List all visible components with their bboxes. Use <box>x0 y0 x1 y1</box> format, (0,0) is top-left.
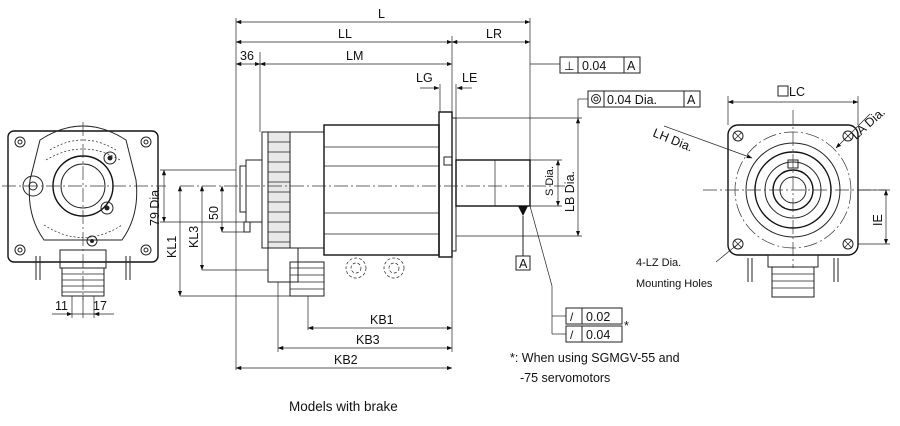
dim-S-dia-label: S Dia. <box>544 166 556 196</box>
dim-11-label: 11 <box>55 299 68 313</box>
dim-L-label: L <box>378 7 385 21</box>
left-end-view: 11 17 <box>2 122 166 318</box>
dim-LR-label: LR <box>486 27 502 41</box>
dim-LC-label: LC <box>789 85 805 99</box>
dim-50-label: 50 <box>207 206 221 220</box>
dim-LE-label: LE <box>462 71 477 85</box>
perp-tolerance: 0.04 <box>582 59 606 73</box>
dim-LA-dia-label: LA Dia. <box>849 105 888 142</box>
dim-LM-label: LM <box>346 49 363 63</box>
caption: Models with brake <box>289 399 398 414</box>
dim-LB-dia-label: LB Dia. <box>563 171 577 212</box>
dim-17-label: 17 <box>93 299 107 313</box>
side-view: A L LL LR 36 LM ⊥ 0.04 A LG LE 0. <box>148 7 701 385</box>
datum-a-label: A <box>519 257 528 271</box>
runout-tolerance-1: 0.02 <box>586 310 610 324</box>
runout-symbol-2: / <box>570 328 574 342</box>
dim-KL1-label: KL1 <box>165 236 179 258</box>
dim-79-dia-label: 79 Dia. <box>148 186 162 226</box>
footnote-line-2: -75 servomotors <box>520 371 610 385</box>
mounting-holes-line-2: Mounting Holes <box>636 278 713 290</box>
conc-tolerance: 0.04 Dia. <box>607 93 657 107</box>
perp-symbol: ⊥ <box>564 59 574 73</box>
dim-KL3-label: KL3 <box>187 226 201 248</box>
dim-KB1-label: KB1 <box>370 313 394 327</box>
dim-IE-label: IE <box>871 214 885 226</box>
runout-tolerance-2: 0.04 <box>586 328 610 342</box>
runout-asterisk: * <box>624 319 629 333</box>
runout-symbol-1: / <box>570 310 574 324</box>
mounting-holes-line-1: 4-LZ Dia. <box>636 257 681 269</box>
flange-view: LC LH Dia. LA Dia. 4-LZ Dia. Mounting Ho… <box>636 85 890 298</box>
dim-36-label: 36 <box>240 49 254 63</box>
dim-KB3-label: KB3 <box>356 333 380 347</box>
perp-datum: A <box>627 59 636 73</box>
footnote-line-1: *: When using SGMGV-55 and <box>510 351 680 365</box>
dim-KB2-label: KB2 <box>334 353 358 367</box>
dim-LH-dia-label: LH Dia. <box>651 126 695 155</box>
conc-datum: A <box>687 93 696 107</box>
dim-LG-label: LG <box>416 71 433 85</box>
dim-LL-label: LL <box>338 27 352 41</box>
